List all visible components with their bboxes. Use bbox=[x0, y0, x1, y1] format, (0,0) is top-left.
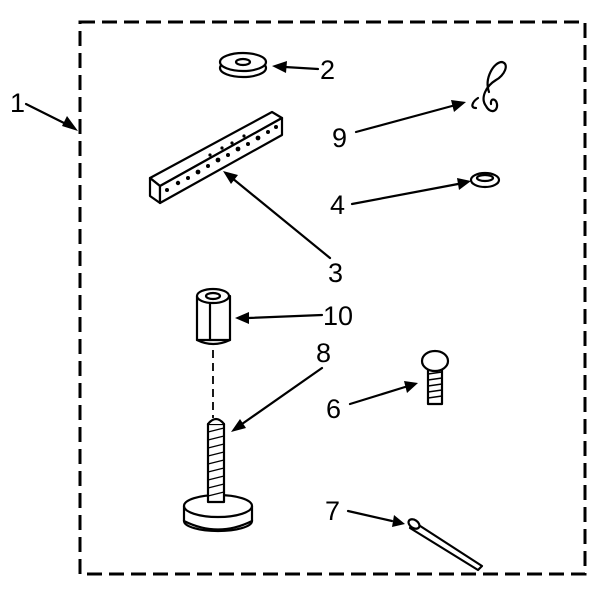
callout-1: 1 bbox=[10, 88, 78, 131]
callout-4-label: 4 bbox=[330, 190, 345, 220]
callout-6-label: 6 bbox=[326, 394, 341, 424]
screw-part bbox=[420, 349, 450, 406]
callout-10-label: 10 bbox=[323, 301, 353, 331]
callout-8: 8 bbox=[231, 338, 331, 432]
hook-part bbox=[471, 60, 507, 113]
callout-1-label: 1 bbox=[10, 88, 25, 118]
callout-9: 9 bbox=[332, 100, 466, 153]
callout-7-label: 7 bbox=[325, 496, 340, 526]
callout-6: 6 bbox=[326, 381, 418, 424]
callout-4: 4 bbox=[330, 178, 471, 220]
callout-8-label: 8 bbox=[316, 338, 331, 368]
callout-2: 2 bbox=[272, 55, 335, 85]
cotter-pin-part bbox=[407, 518, 484, 572]
clip-part bbox=[469, 171, 501, 189]
bracket-part bbox=[148, 110, 284, 205]
kit-boundary bbox=[78, 20, 587, 576]
callout-2-label: 2 bbox=[320, 55, 335, 85]
nut-part bbox=[195, 287, 232, 346]
callout-3-label: 3 bbox=[328, 258, 343, 288]
callout-3: 3 bbox=[223, 171, 343, 288]
leveling-leg-part bbox=[182, 417, 254, 533]
callout-7: 7 bbox=[325, 496, 405, 527]
callout-10: 10 bbox=[235, 301, 353, 331]
callout-9-label: 9 bbox=[332, 123, 347, 153]
washer-part bbox=[218, 51, 268, 79]
